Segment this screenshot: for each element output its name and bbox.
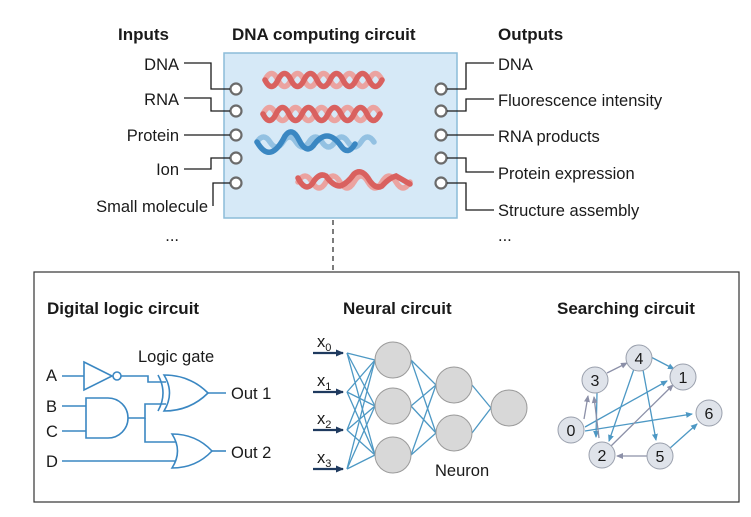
neural-input-x3: x3 [317,449,331,470]
input-label-rna: RNA [144,91,179,109]
output-ports [434,82,448,190]
neuron-hidden1-2 [374,387,412,425]
out1-label: Out 1 [231,385,271,403]
searching-title: Searching circuit [557,299,695,318]
not-gate [83,360,114,392]
dna-strand-red-2 [260,104,383,124]
neuron-output [490,389,528,427]
input-label-ion: Ion [156,161,179,179]
search-node-5 [646,442,674,470]
dna-strand-blue [254,129,377,156]
input-label-small-molecule: Small molecule [96,198,208,216]
search-node-labels: 0 1 2 3 4 5 6 [567,351,714,466]
search-node-2-label: 2 [598,448,607,465]
neural-title: Neural circuit [343,299,452,318]
out2-label: Out 2 [231,444,271,462]
output-label-protein-expression: Protein expression [498,165,635,183]
input-c-label: C [46,423,58,441]
output-label-structure-assembly: Structure assembly [498,202,640,220]
dna-strand-red-3 [295,169,413,191]
search-node-2 [588,441,616,469]
neural-input-x0: x0 [317,333,331,354]
and-gate [85,397,129,439]
or-gate [170,433,214,469]
output-label-fluorescence: Fluorescence intensity [498,92,663,110]
neuron-hidden2-2 [435,414,473,452]
input-label-dna: DNA [144,56,179,74]
neuron-hidden1-1 [374,341,412,379]
neuron-label: Neuron [435,462,489,480]
input-label-protein: Protein [127,127,179,145]
output-label-dna: DNA [498,56,533,74]
neural-neurons [374,341,528,474]
input-connectors [184,62,230,206]
neuron-hidden1-3 [374,436,412,474]
output-connectors [447,62,494,211]
input-a-label: A [46,367,57,385]
search-node-3 [581,366,609,394]
neural-input-labels: x0 x1 x2 x3 [317,333,331,470]
search-node-5-label: 5 [656,449,665,466]
dna-strand-red-1 [262,70,385,90]
search-node-4-label: 4 [635,351,644,368]
outputs-title: Outputs [498,25,563,44]
output-label-rna-products: RNA products [498,128,600,146]
search-node-6-label: 6 [705,406,714,423]
neural-connections [346,352,492,470]
input-label-more: ... [165,227,179,245]
neuron-hidden2-1 [435,366,473,404]
logic-gate-label: Logic gate [138,348,214,366]
digital-logic-title: Digital logic circuit [47,299,199,318]
circuit-title: DNA computing circuit [232,25,416,44]
neural-input-arrows [313,349,344,473]
search-nodes [557,344,723,470]
search-node-4 [625,344,653,372]
neural-input-x1: x1 [317,372,331,393]
input-ports [229,82,243,190]
xor-gate [162,374,210,412]
output-label-more: ... [498,227,512,245]
neural-input-x2: x2 [317,410,331,431]
logic-circuit [62,360,226,469]
search-node-3-label: 3 [591,373,600,390]
search-node-0 [557,416,585,444]
input-d-label: D [46,453,58,471]
search-node-6 [695,399,723,427]
search-node-0-label: 0 [567,423,576,440]
input-b-label: B [46,398,57,416]
search-node-1-label: 1 [679,370,688,387]
search-node-1 [669,363,697,391]
inputs-title: Inputs [118,25,169,44]
search-edges-gray [583,362,674,459]
